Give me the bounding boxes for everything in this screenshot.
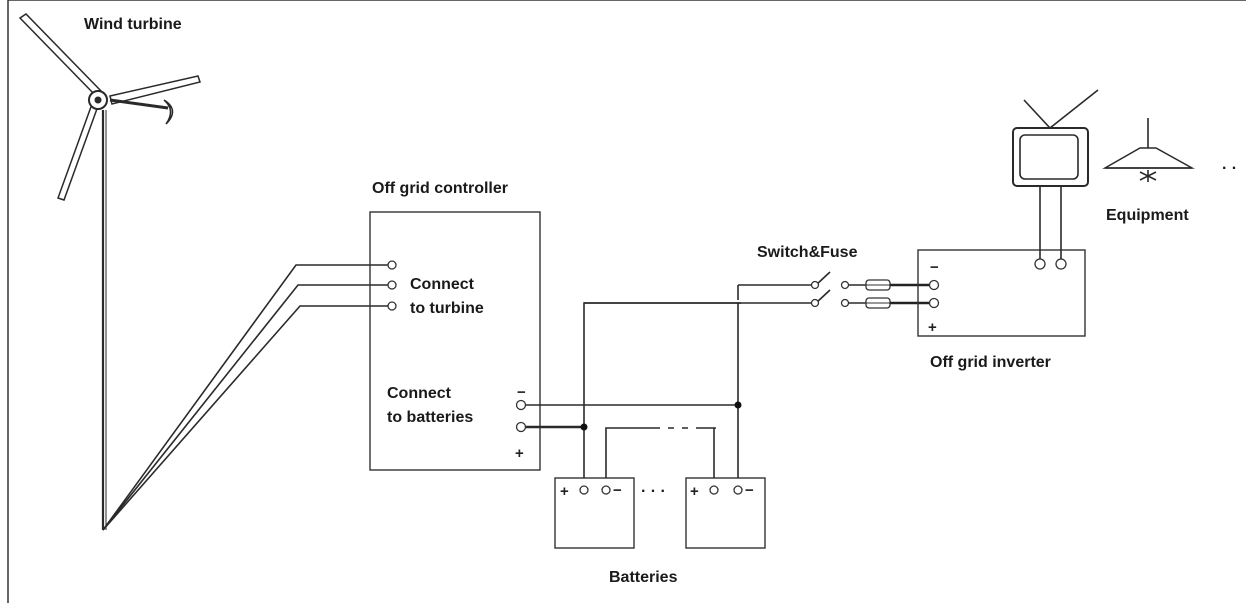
off-grid-inverter-box xyxy=(917,249,1086,337)
tv-icon xyxy=(1012,89,1099,187)
lamp-icon xyxy=(1102,118,1195,182)
battery-2-plus: + xyxy=(690,483,699,500)
off-grid-controller-box xyxy=(369,211,541,471)
controller-battery-terminal-positive xyxy=(515,421,527,433)
inverter-dc-terminal-positive xyxy=(928,297,940,309)
battery-2-box xyxy=(685,477,766,549)
connect-batteries-label-line1: Connect xyxy=(387,385,452,402)
equipment-more-dots: · · xyxy=(1222,160,1237,177)
inverter-dc-terminal-negative xyxy=(928,279,940,291)
switch-fuse-icon xyxy=(584,271,930,309)
turbine-cable-3 xyxy=(102,305,388,531)
junction-node-positive xyxy=(580,423,588,431)
off-grid-controller-label: Off grid controller xyxy=(372,180,508,197)
battery-1: + − xyxy=(554,477,635,549)
turbine-tail-vane xyxy=(163,99,174,125)
junction-node-negative xyxy=(734,401,742,409)
turbine-cable-2 xyxy=(102,284,388,531)
battery-1-box xyxy=(554,477,635,549)
switch-fuse-label: Switch&Fuse xyxy=(757,244,858,261)
turbine-terminal-2 xyxy=(387,280,397,290)
connect-batteries-label-line2: to batteries xyxy=(387,409,473,426)
battery-2: + − xyxy=(685,477,766,549)
battery-2-minus: − xyxy=(745,482,754,499)
turbine-terminal-3 xyxy=(387,301,397,311)
wind-turbine-label: Wind turbine xyxy=(84,16,182,33)
battery-ellipsis: · · · xyxy=(641,483,666,500)
controller-battery-terminal-negative xyxy=(515,399,527,411)
turbine-blade-right xyxy=(109,75,201,105)
inverter-plus-symbol: + xyxy=(928,319,937,336)
controller-turbine-terminals xyxy=(387,260,397,311)
turbine-terminal-1 xyxy=(387,260,397,270)
off-grid-inverter-label: Off grid inverter xyxy=(930,354,1051,371)
battery-wiring xyxy=(526,285,742,478)
inverter-minus-symbol: − xyxy=(930,259,939,276)
wind-turbine-icon xyxy=(18,13,201,530)
controller-plus-symbol: + xyxy=(515,445,524,462)
turbine-cables xyxy=(102,264,388,531)
connect-turbine-label-line1: Connect xyxy=(410,276,475,293)
turbine-blade-lower xyxy=(57,103,99,201)
battery-1-minus: − xyxy=(613,482,622,499)
turbine-nacelle xyxy=(109,98,169,110)
controller-minus-symbol: − xyxy=(517,384,526,401)
equipment-label: Equipment xyxy=(1106,207,1189,224)
batteries-label: Batteries xyxy=(609,569,678,586)
turbine-hub-center xyxy=(94,96,102,104)
inverter-ac-terminal-1 xyxy=(1034,258,1046,270)
inverter-ac-terminal-2 xyxy=(1055,258,1067,270)
battery-1-plus: + xyxy=(560,483,569,500)
turbine-cable-1 xyxy=(102,264,388,531)
connect-turbine-label-line2: to turbine xyxy=(410,300,484,317)
